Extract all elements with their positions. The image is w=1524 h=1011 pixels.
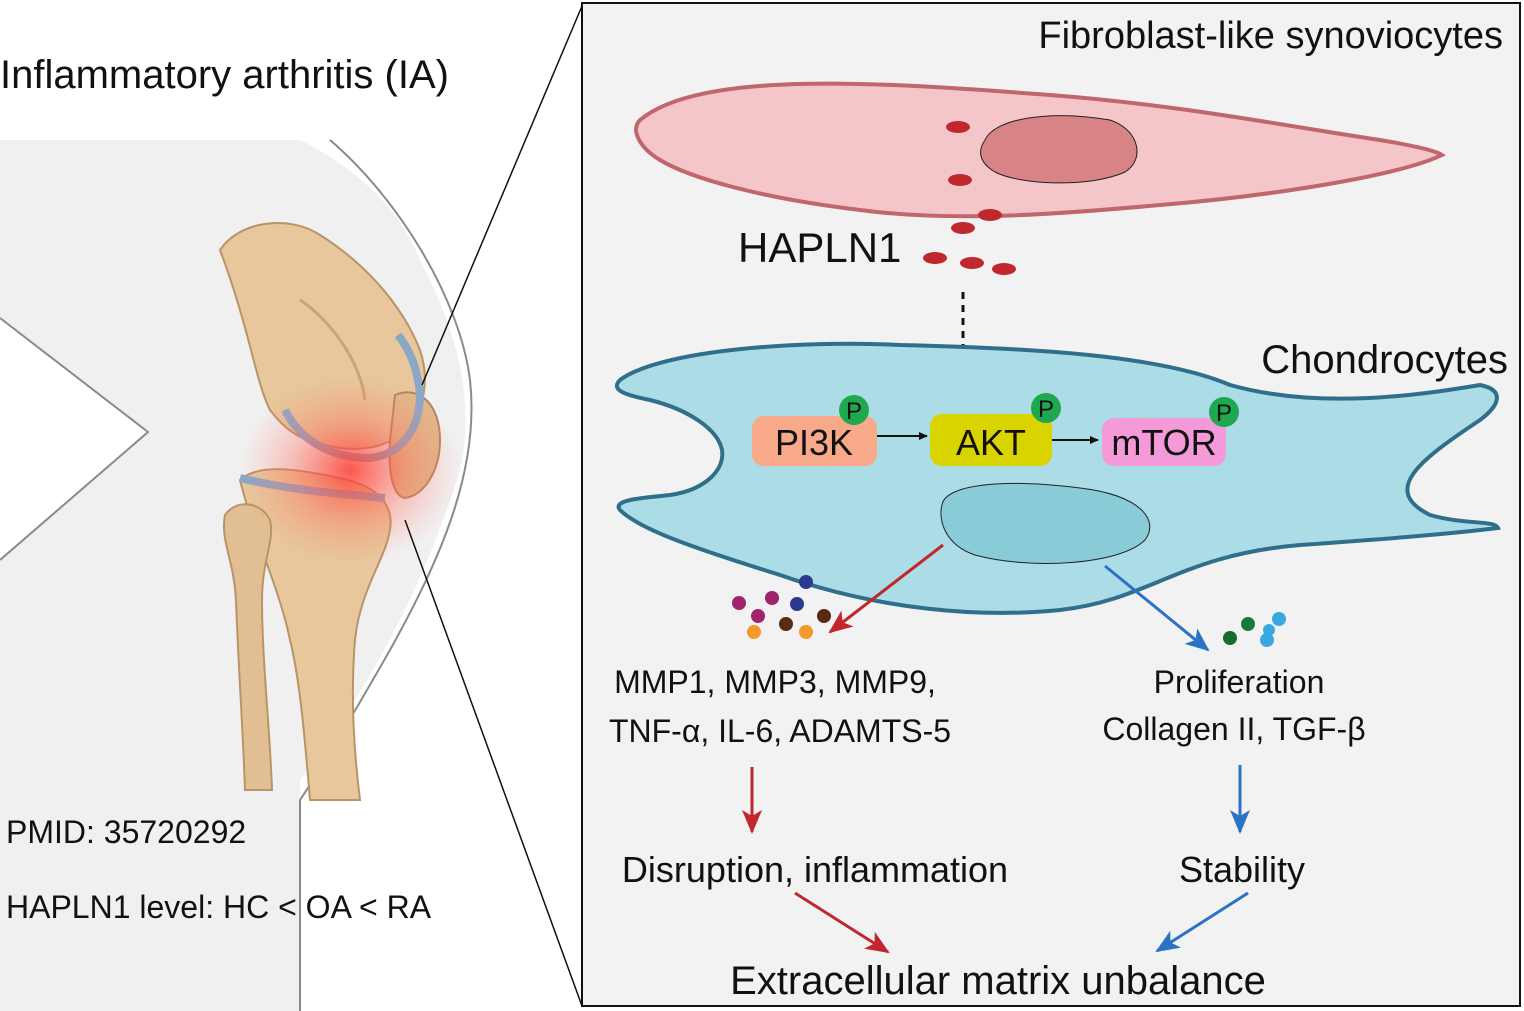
red-final-arrow [794, 891, 890, 954]
akt-phospho-label: P [1038, 396, 1054, 423]
akt-phospho-icon [1031, 393, 1061, 423]
figure-title: Inflammatory arthritis (IA) [0, 53, 449, 97]
chondro-label: Chondrocytes [1261, 338, 1508, 382]
blue-final-arrow [1155, 891, 1249, 953]
pi3k-node: PI3K P [752, 395, 877, 466]
pi3k-phospho-icon [839, 395, 869, 425]
growth-factor-particles [1223, 612, 1286, 647]
knee-illustration [0, 139, 473, 1011]
level-text: HAPLN1 level: HC < OA < RA [6, 889, 432, 925]
red-branch-arrow [828, 543, 944, 634]
pi3k-label: PI3K [775, 422, 853, 463]
fibroblast-cell [634, 81, 1446, 219]
mtor-node: mTOR P [1102, 397, 1239, 466]
pi3k-phospho-label: P [846, 398, 862, 425]
hapln1-label: HAPLN1 [738, 224, 901, 271]
mtor-label: mTOR [1111, 422, 1216, 463]
hapln1-particles [923, 121, 1016, 275]
zoom-line-bottom [404, 519, 583, 1007]
zoom-line-top [421, 5, 583, 386]
left-branch-line2: TNF-α, IL-6, ADAMTS-5 [609, 713, 951, 749]
akt-node: AKT P [930, 393, 1061, 466]
pmid-text: PMID: 35720292 [6, 814, 246, 850]
mtor-phospho-icon [1209, 397, 1239, 427]
chondrocyte-cell [614, 341, 1501, 615]
right-branch-line1: Proliferation [1154, 664, 1325, 700]
mtor-phospho-label: P [1216, 400, 1232, 427]
cytokine-particles [732, 575, 831, 639]
blue-branch-arrow [1104, 564, 1210, 652]
fls-label: Fibroblast-like synoviocytes [1038, 15, 1503, 57]
left-branch-line1: MMP1, MMP3, MMP9, [614, 664, 936, 700]
left-outcome-text: Disruption, inflammation [622, 849, 1008, 890]
akt-label: AKT [956, 422, 1026, 463]
right-outcome-text: Stability [1179, 849, 1305, 890]
final-outcome-text: Extracellular matrix unbalance [730, 959, 1266, 1003]
right-branch-line2: Collagen II, TGF-β [1102, 711, 1365, 747]
